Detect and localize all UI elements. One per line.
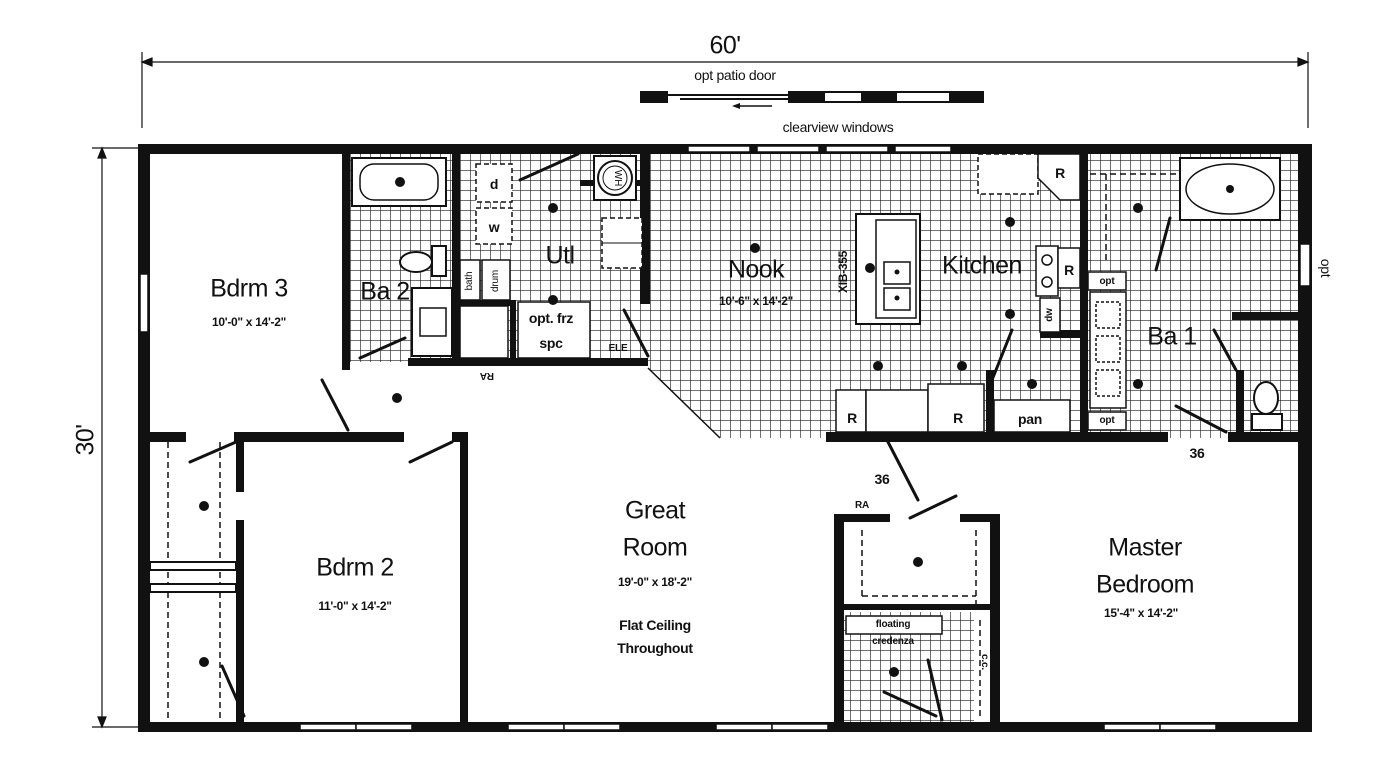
kitchen-counter	[835, 153, 1081, 433]
water-heater	[593, 155, 637, 201]
closet-rod	[149, 561, 237, 593]
bath-2-vanity	[411, 287, 453, 357]
closet-shelving	[167, 442, 981, 722]
opt-freezer-label-1: opt. frz	[528, 310, 574, 326]
dishwasher-label: dw	[1044, 308, 1055, 322]
water-heater-label: WH	[612, 169, 623, 187]
pantry-label: pan	[1018, 411, 1042, 427]
opt-vanity-label-a: opt	[1099, 276, 1115, 287]
linen-shelf	[1090, 173, 1176, 260]
overall-depth-label: 30'	[71, 424, 100, 456]
dimension-lines	[92, 52, 1310, 729]
opt-vanity-label-b: opt	[1099, 415, 1115, 426]
counter-r-label-a: R	[847, 410, 857, 426]
bath-label: bath	[464, 271, 475, 291]
floating-credenza	[845, 615, 943, 635]
nook-size: 10'-6" x 14'-2"	[719, 294, 793, 308]
range-label: R	[1064, 262, 1074, 278]
flat-ceiling-note-1: Flat Ceiling	[619, 617, 691, 633]
refrigerator-label: R	[1055, 165, 1065, 181]
master-bedroom-name-2: Bedroom	[1096, 570, 1194, 599]
overall-width-label: 60'	[709, 31, 741, 60]
washer-label: w	[488, 219, 500, 235]
door-width-label-b: 36	[1189, 445, 1205, 461]
freezer-space	[517, 301, 591, 359]
utility-cabinets	[459, 259, 511, 359]
bdrm2-size: 11'-0" x 14'-2"	[318, 599, 392, 613]
great-room-name-1: Great	[624, 496, 686, 525]
bdrm2-name: Bdrm 2	[316, 553, 394, 582]
master-bedroom-size: 15'-4" x 14'-2"	[1104, 606, 1178, 620]
ba1-name: Ba 1	[1147, 322, 1197, 351]
nook-name: Nook	[727, 255, 785, 284]
counter-r-label-b: R	[953, 410, 963, 426]
interior-walls	[150, 154, 1300, 724]
flat-ceiling-note-2: Throughout	[617, 640, 693, 656]
door-width-label-a: 36	[874, 471, 890, 487]
return-air-label-top: RA	[479, 370, 495, 381]
ele-label: ELE	[608, 343, 628, 354]
closet-mark-label: c.c.	[979, 654, 990, 670]
bath-1-vanity	[1087, 271, 1127, 431]
bdrm3-name: Bdrm 3	[210, 274, 288, 303]
credenza-label: credenza	[872, 636, 914, 647]
windows	[139, 145, 1311, 731]
bath-1-tub	[1179, 157, 1281, 221]
floating-label: floating	[875, 619, 911, 630]
island-model-label: XIB-355	[836, 251, 850, 293]
opt-window-label: opt	[1318, 258, 1334, 278]
opt-patio-door	[640, 91, 984, 109]
bdrm3-size: 10'-0" x 14'-2"	[212, 315, 286, 329]
furnace	[601, 217, 643, 269]
return-air-label-closet: RA	[854, 500, 870, 511]
utl-name: Utl	[545, 241, 575, 270]
door-swings	[188, 152, 1238, 722]
light-fixtures	[199, 177, 1143, 677]
great-room-tile-edge	[647, 367, 721, 439]
great-room-size: 19'-0" x 18'-2"	[618, 575, 692, 589]
master-bedroom-name-1: Master	[1108, 533, 1182, 562]
drum-label: drum	[490, 270, 501, 292]
ba2-name: Ba 2	[360, 277, 410, 306]
opt-patio-door-label: opt patio door	[694, 67, 776, 83]
great-room-name-2: Room	[622, 533, 688, 562]
clearview-windows-label: clearview windows	[782, 119, 894, 135]
opt-freezer-label-2: spc	[539, 335, 563, 351]
bath-1-toilet	[1251, 381, 1283, 431]
dryer-label: d	[489, 176, 499, 192]
dryer	[475, 163, 513, 203]
bath-2-toilet	[399, 245, 447, 277]
washer	[475, 207, 513, 245]
kitchen-name: Kitchen	[942, 251, 1022, 280]
